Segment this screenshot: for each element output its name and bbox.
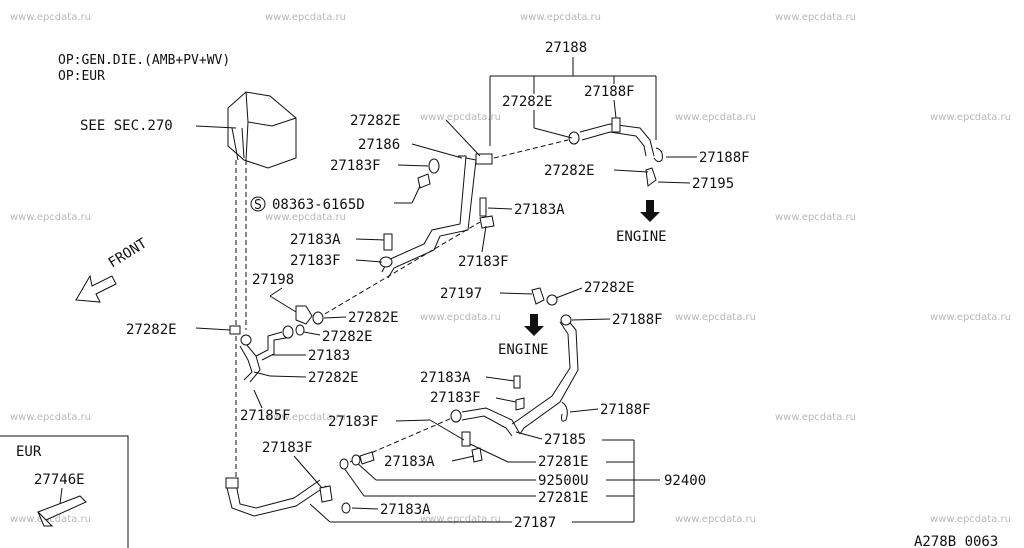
label-27282E-lower-left: 27282E — [308, 370, 359, 386]
eur-inset: EUR 27746E — [0, 435, 129, 548]
label-08363-6165D: 08363-6165D — [272, 197, 365, 213]
watermark: www.epcdata.ru — [775, 412, 856, 423]
watermark: www.epcdata.ru — [675, 312, 756, 323]
watermark: www.epcdata.ru — [420, 312, 501, 323]
label-27183F-left: 27183F — [290, 253, 341, 269]
watermark: www.epcdata.ru — [10, 12, 91, 23]
hose-27185 — [450, 375, 568, 463]
label-27183F-right: 27183F — [458, 254, 509, 270]
watermark: www.epcdata.ru — [10, 212, 91, 223]
watermarks: www.epcdata.ru www.epcdata.ru www.epcdat… — [10, 12, 1011, 525]
label-27183F-lower: 27183F — [430, 390, 481, 406]
label-92500U: 92500U — [538, 473, 589, 489]
watermark: www.epcdata.ru — [930, 514, 1011, 525]
label-27282E-center: 27282E — [348, 310, 399, 326]
label-27197: 27197 — [440, 286, 482, 302]
canister-assembly: SEE SEC.270 — [80, 91, 297, 169]
engine-label-top: ENGINE — [616, 229, 667, 245]
bracket-92400 — [572, 439, 660, 523]
watermark: www.epcdata.ru — [265, 12, 346, 23]
watermark: www.epcdata.ru — [520, 12, 601, 23]
label-27183F-lower-left: 27183F — [328, 414, 379, 430]
watermark: www.epcdata.ru — [420, 112, 501, 123]
engine-arrow-top: ENGINE — [616, 200, 667, 245]
label-27183A-upper: 27183A — [514, 202, 565, 218]
label-27185: 27185 — [544, 432, 586, 448]
hose-27197 — [511, 287, 579, 435]
label-27188: 27188 — [545, 40, 587, 56]
option-note-gen-die: OP:GEN.DIE.(AMB+PV+WV) — [58, 53, 230, 68]
label-92400: 92400 — [664, 473, 706, 489]
watermark: www.epcdata.ru — [265, 212, 346, 223]
engine-arrow-center: ENGINE — [498, 314, 549, 358]
label-27183A-lower: 27183A — [420, 370, 471, 386]
label-27183A-left: 27183A — [290, 232, 341, 248]
label-27183: 27183 — [308, 348, 350, 364]
label-27188F-top: 27188F — [584, 84, 635, 100]
label-27282E-mid: 27282E — [544, 163, 595, 179]
label-27198: 27198 — [252, 272, 294, 288]
hose-27186 — [379, 153, 495, 279]
hose-27187 — [225, 451, 375, 517]
hose-27188 — [568, 117, 663, 187]
label-27188F-right: 27188F — [699, 150, 750, 166]
see-section-label: SEE SEC.270 — [80, 118, 173, 134]
part-27198 — [295, 305, 324, 325]
option-note-eur: OP:EUR — [58, 69, 105, 84]
label-27183F-bottom-left: 27183F — [262, 440, 313, 456]
watermark: www.epcdata.ru — [10, 412, 91, 423]
label-27188F-lower: 27188F — [600, 402, 651, 418]
label-27282E-far-left: 27282E — [126, 322, 177, 338]
label-27185F: 27185F — [240, 408, 291, 424]
watermark: www.epcdata.ru — [675, 112, 756, 123]
label-27183A-bottom-center: 27183A — [380, 502, 431, 518]
label-27183F-upper: 27183F — [330, 158, 381, 174]
label-27746E: 27746E — [34, 472, 85, 488]
label-27183A-bottom: 27183A — [384, 454, 435, 470]
watermark: www.epcdata.ru — [930, 312, 1011, 323]
engine-label-center: ENGINE — [498, 342, 549, 358]
label-27281E-top: 27281E — [538, 454, 589, 470]
label-27282E-right: 27282E — [584, 280, 635, 296]
label-27188F-center: 27188F — [612, 312, 663, 328]
label-27195: 27195 — [692, 176, 734, 192]
watermark: www.epcdata.ru — [775, 12, 856, 23]
watermark: www.epcdata.ru — [10, 514, 91, 525]
label-27282E-upper: 27282E — [350, 113, 401, 129]
label-27186: 27186 — [358, 137, 400, 153]
bracket-27188: 27188 — [489, 40, 657, 146]
front-arrow: FRONT — [75, 235, 151, 303]
label-27282E-top: 27282E — [502, 94, 553, 110]
hose-27183 — [229, 324, 305, 383]
watermark: www.epcdata.ru — [265, 412, 346, 423]
eur-inset-title: EUR — [16, 444, 42, 460]
label-27187: 27187 — [514, 515, 556, 531]
label-27281E-bottom: 27281E — [538, 490, 589, 506]
watermark: www.epcdata.ru — [930, 112, 1011, 123]
screw-symbol: S — [250, 196, 266, 213]
watermark: www.epcdata.ru — [775, 212, 856, 223]
watermark: www.epcdata.ru — [420, 514, 501, 525]
watermark: www.epcdata.ru — [675, 514, 756, 525]
label-27282E-center-low: 27282E — [322, 329, 373, 345]
screw-symbol-text: S — [254, 198, 262, 213]
drawing-code: A278B 0063 — [914, 534, 998, 548]
front-label: FRONT — [106, 235, 151, 271]
